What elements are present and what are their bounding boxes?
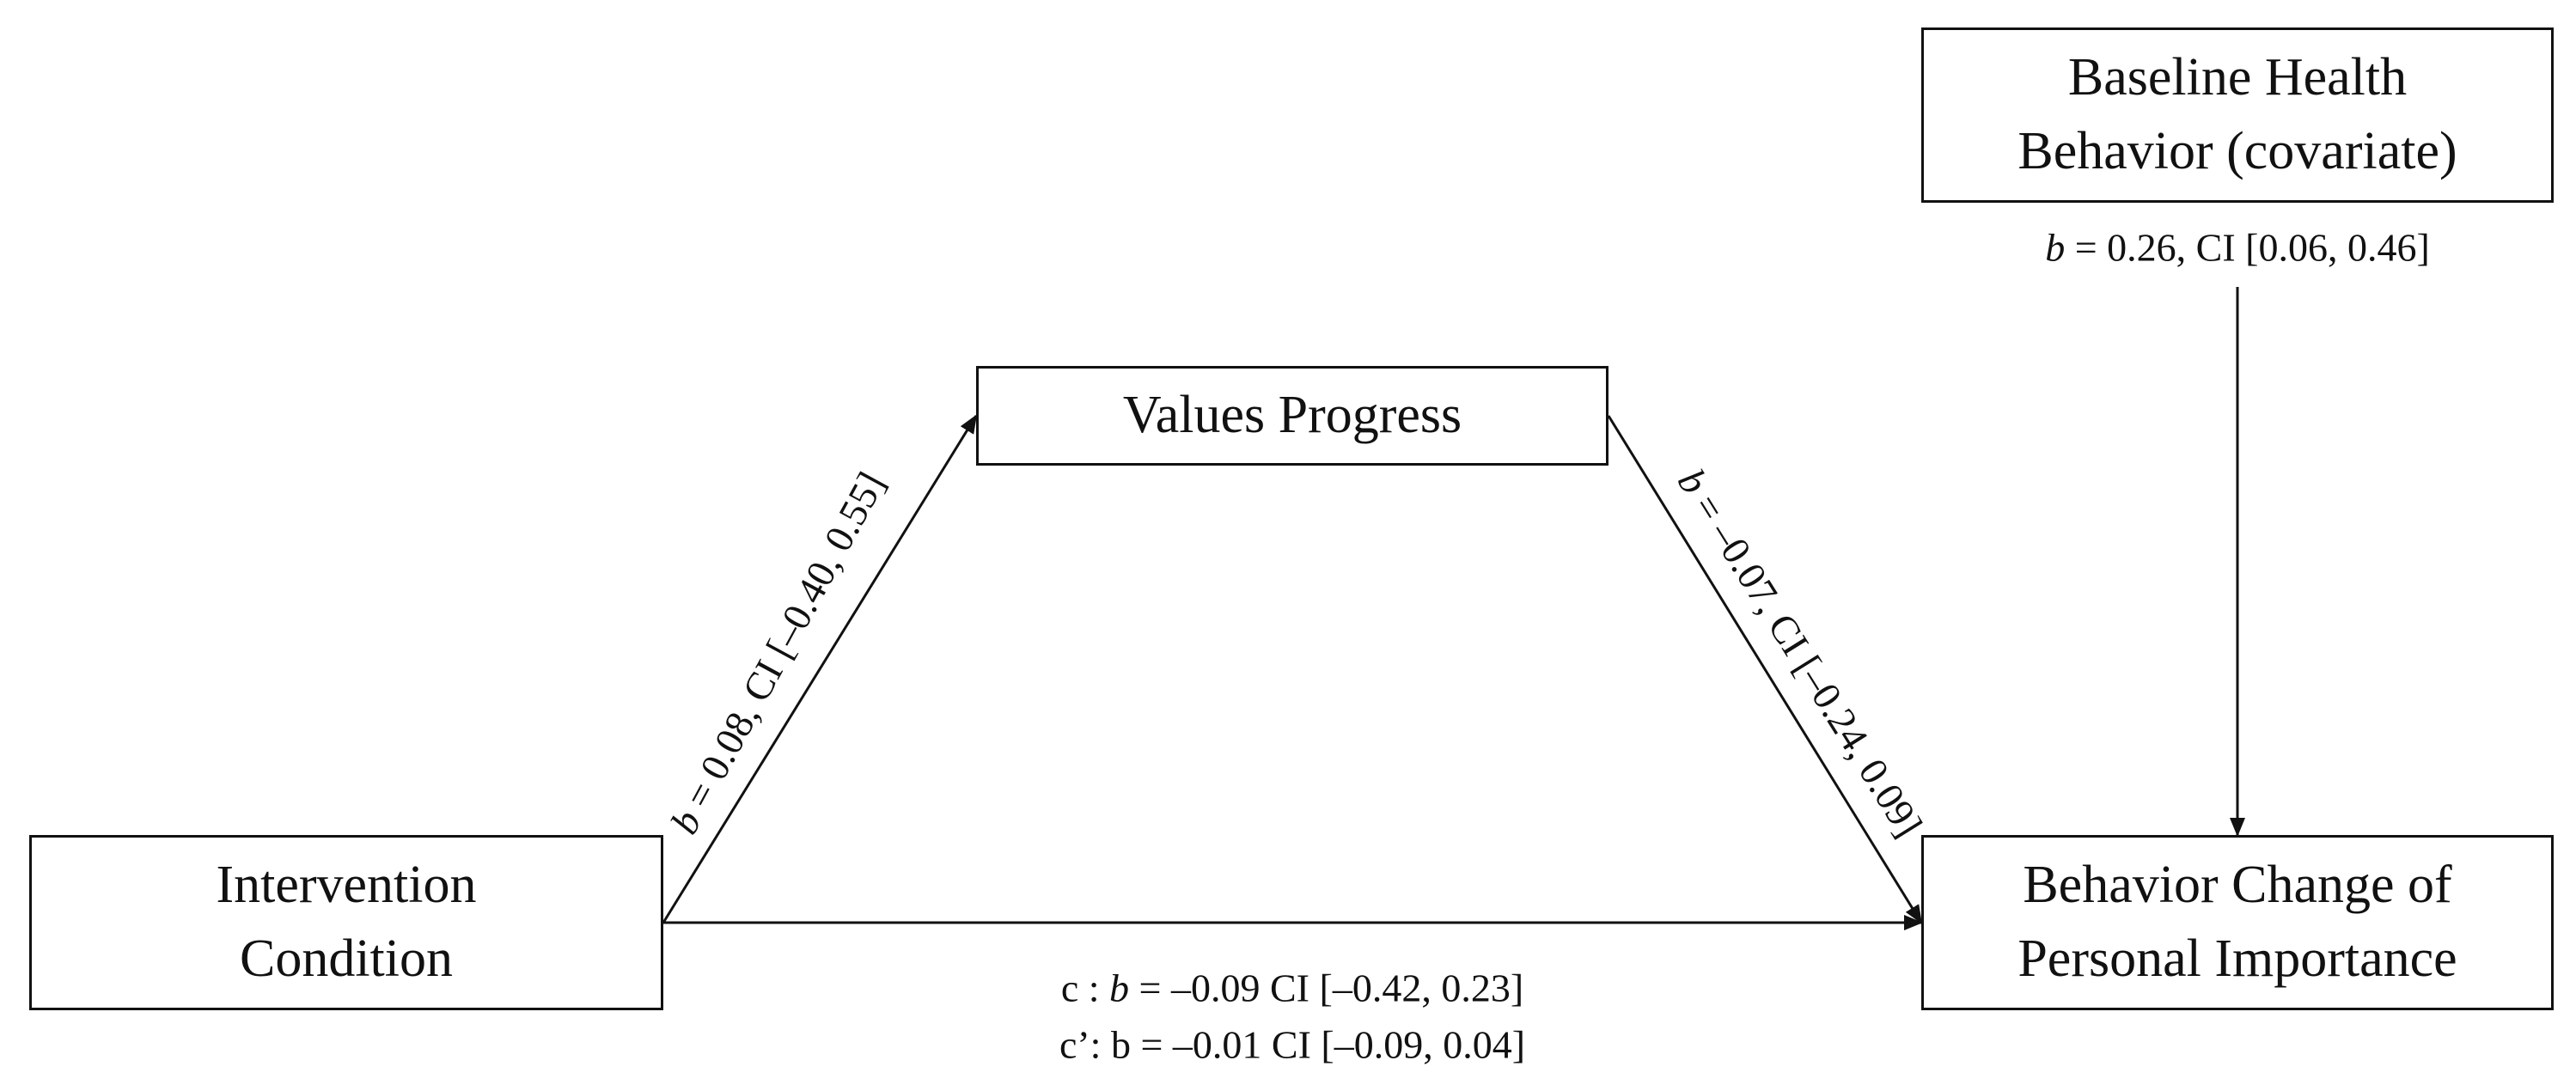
arrow-b	[1607, 415, 1923, 924]
total-effect-coefficient: c : b = –0.09 CI [–0.42, 0.23]	[1061, 966, 1523, 1011]
baseline-health-behavior-box: Baseline Health Behavior (covariate)	[1921, 27, 2554, 203]
covariate-coefficient: b = 0.26, CI [0.06, 0.46]	[2045, 225, 2430, 271]
direct-effect-coefficient: c’: b = –0.01 CI [–0.09, 0.04]	[1059, 1022, 1526, 1067]
total-effect-b-symbol: b	[1109, 966, 1130, 1010]
arrow-a	[662, 414, 978, 923]
values-progress-label: Values Progress	[1122, 386, 1462, 445]
behavior-change-label: Behavior Change of Personal Importance	[2017, 856, 2457, 988]
intervention-condition-label: Intervention Condition	[216, 856, 477, 988]
total-effect-prefix: c :	[1060, 966, 1110, 1010]
total-effect-value: = –0.09 CI [–0.42, 0.23]	[1129, 966, 1524, 1010]
values-progress-box: Values Progress	[976, 366, 1608, 466]
baseline-health-behavior-label: Baseline Health Behavior (covariate)	[2017, 48, 2457, 180]
intervention-condition-box: Intervention Condition	[29, 835, 663, 1010]
behavior-change-box: Behavior Change of Personal Importance	[1921, 835, 2554, 1010]
covariate-b-symbol: b	[2045, 225, 2066, 270]
covariate-value: = 0.26, CI [0.06, 0.46]	[2065, 225, 2430, 270]
